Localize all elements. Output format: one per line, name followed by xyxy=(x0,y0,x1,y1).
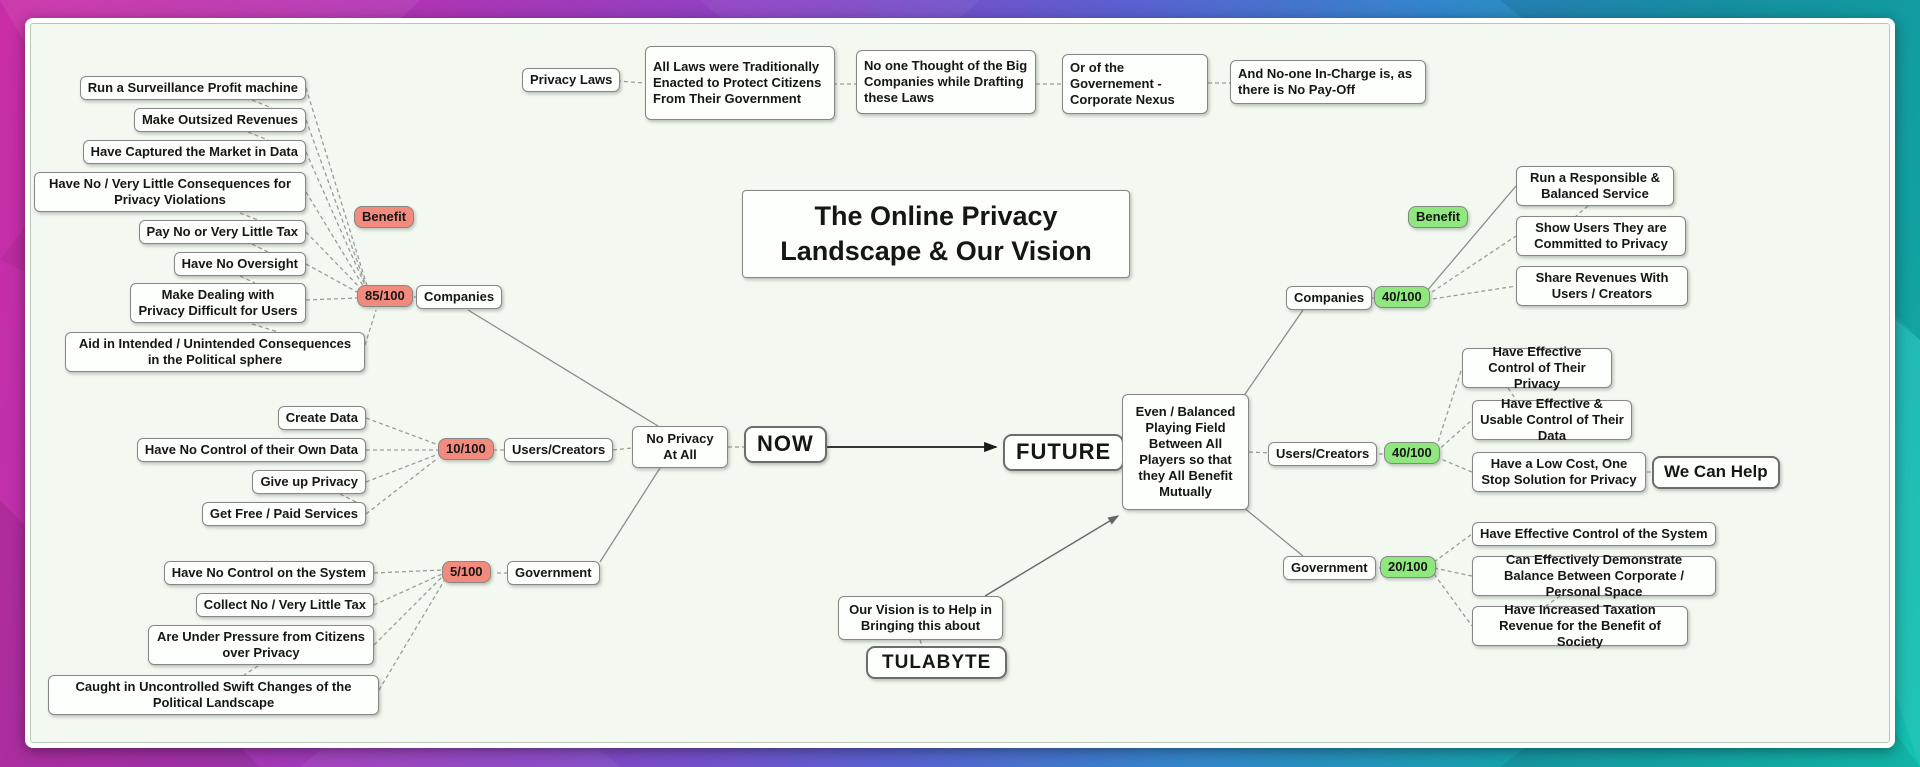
node-we-can-help[interactable]: We Can Help xyxy=(1652,456,1780,489)
node-now[interactable]: NOW xyxy=(744,426,827,463)
node-show-users-committed[interactable]: Show Users They are Committed to Privacy xyxy=(1516,216,1686,256)
node-no-control-on-system[interactable]: Have No Control on the System xyxy=(163,561,374,585)
badge-score-companies-left[interactable]: 85/100 xyxy=(357,285,413,307)
node-give-up-privacy[interactable]: Give up Privacy xyxy=(252,470,366,494)
map-title: The Online Privacy Landscape & Our Visio… xyxy=(742,190,1130,278)
node-effective-usable-control-data[interactable]: Have Effective & Usable Control of Their… xyxy=(1472,396,1632,443)
node-privacy-laws[interactable]: Privacy Laws xyxy=(522,68,621,92)
badge-score-users-right[interactable]: 40/100 xyxy=(1384,442,1440,464)
node-no-control-own-data[interactable]: Have No Control of their Own Data xyxy=(136,438,366,462)
node-no-consequences-privacy-violations[interactable]: Have No / Very Little Consequences for P… xyxy=(34,172,306,212)
label-companies-left[interactable]: Companies xyxy=(416,285,503,309)
node-get-free-paid-services[interactable]: Get Free / Paid Services xyxy=(201,502,366,526)
badge-benefit-left[interactable]: Benefit xyxy=(354,206,415,228)
badge-score-users-left[interactable]: 10/100 xyxy=(438,438,494,460)
label-users-creators-right[interactable]: Users/Creators xyxy=(1268,442,1378,466)
node-increased-taxation-revenue[interactable]: Have Increased Taxation Revenue for the … xyxy=(1472,602,1688,649)
node-even-balanced-playing-field[interactable]: Even / Balanced Playing Field Between Al… xyxy=(1122,394,1249,510)
node-run-surveillance-profit-machine[interactable]: Run a Surveillance Profit machine xyxy=(79,76,306,100)
badge-score-government-right[interactable]: 20/100 xyxy=(1380,556,1436,578)
node-under-pressure-citizens[interactable]: Are Under Pressure from Citizens over Pr… xyxy=(148,625,374,665)
label-users-creators-left[interactable]: Users/Creators xyxy=(504,438,614,462)
node-make-outsized-revenues[interactable]: Make Outsized Revenues xyxy=(133,108,306,132)
node-captured-market-in-data[interactable]: Have Captured the Market in Data xyxy=(82,140,306,164)
badge-score-companies-right[interactable]: 40/100 xyxy=(1374,286,1430,308)
node-future[interactable]: FUTURE xyxy=(1003,434,1125,471)
node-tulabyte-brand[interactable]: TULABYTE xyxy=(866,646,1008,680)
node-aid-political-consequences[interactable]: Aid in Intended / Unintended Consequence… xyxy=(65,332,365,372)
badge-score-government-left[interactable]: 5/100 xyxy=(442,561,491,583)
label-government-right[interactable]: Government xyxy=(1283,556,1376,580)
node-demonstrate-balance[interactable]: Can Effectively Demonstrate Balance Betw… xyxy=(1472,552,1716,599)
node-effective-control-of-system[interactable]: Have Effective Control of the System xyxy=(1472,522,1716,546)
map-title-line1: The Online Privacy xyxy=(814,200,1058,231)
badge-benefit-right[interactable]: Benefit xyxy=(1408,206,1469,228)
node-share-revenues[interactable]: Share Revenues With Users / Creators xyxy=(1516,266,1688,306)
node-create-data[interactable]: Create Data xyxy=(277,406,366,430)
node-laws-traditionally-enacted[interactable]: All Laws were Traditionally Enacted to P… xyxy=(645,46,835,120)
node-no-one-thought-of-big-companies[interactable]: No one Thought of the Big Companies whil… xyxy=(856,50,1036,114)
node-make-privacy-difficult[interactable]: Make Dealing with Privacy Difficult for … xyxy=(130,283,306,323)
node-pay-no-tax[interactable]: Pay No or Very Little Tax xyxy=(138,220,306,244)
node-low-cost-one-stop-solution[interactable]: Have a Low Cost, One Stop Solution for P… xyxy=(1472,452,1646,492)
node-effective-control-privacy[interactable]: Have Effective Control of Their Privacy xyxy=(1462,344,1612,391)
label-companies-right[interactable]: Companies xyxy=(1286,286,1373,310)
node-government-corporate-nexus[interactable]: Or of the Governement - Corporate Nexus xyxy=(1062,54,1208,114)
node-our-vision-note[interactable]: Our Vision is to Help in Bringing this a… xyxy=(838,596,1003,640)
map-title-line2: Landscape & Our Vision xyxy=(780,236,1092,266)
node-have-no-oversight[interactable]: Have No Oversight xyxy=(173,252,306,276)
node-caught-uncontrolled-changes[interactable]: Caught in Uncontrolled Swift Changes of … xyxy=(48,675,379,715)
node-collect-no-tax[interactable]: Collect No / Very Little Tax xyxy=(195,593,374,617)
node-run-responsible-service[interactable]: Run a Responsible & Balanced Service xyxy=(1516,166,1674,206)
node-no-privacy-at-all[interactable]: No Privacy At All xyxy=(632,426,728,468)
label-government-left[interactable]: Government xyxy=(507,561,600,585)
node-no-one-in-charge[interactable]: And No-one In-Charge is, as there is No … xyxy=(1230,60,1426,104)
